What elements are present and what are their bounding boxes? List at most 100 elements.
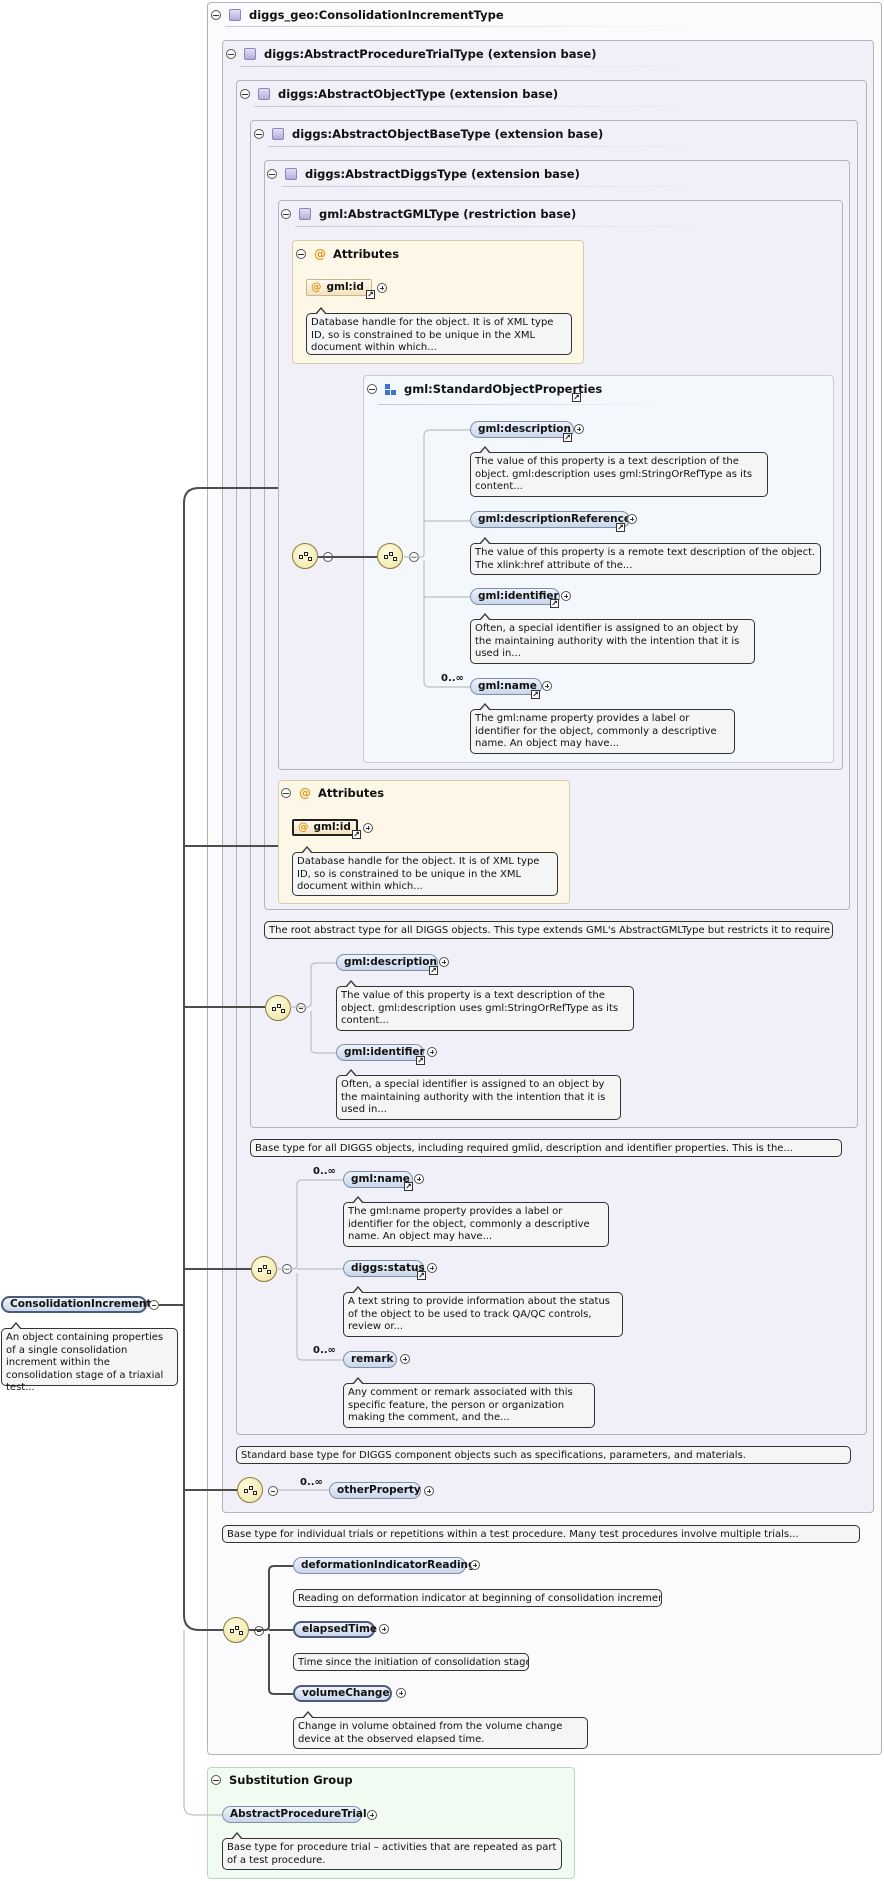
gml-name-element[interactable]: gml:name <box>343 1171 413 1188</box>
complex-type-icon <box>299 208 311 220</box>
gml-description-doc: The value of this property is a text des… <box>336 980 634 1031</box>
expand-plus-icon[interactable] <box>561 591 571 601</box>
expand-plus-icon[interactable] <box>414 1174 424 1184</box>
expand-plus-icon[interactable] <box>400 1354 410 1364</box>
sequence-compositor-icon[interactable] <box>292 543 318 569</box>
reference-arrow-icon: ↗ <box>531 690 540 699</box>
expand-plus-icon[interactable] <box>470 1560 480 1570</box>
attribute-name: gml:id <box>326 281 364 293</box>
sequence-compositor-icon[interactable] <box>237 1477 263 1503</box>
expand-plus-icon[interactable] <box>427 1263 437 1273</box>
remark-element[interactable]: remark <box>343 1351 397 1368</box>
diggs-type-header[interactable]: diggs:AbstractDiggsType (extension base) <box>267 165 580 183</box>
expand-plus-icon[interactable] <box>363 823 373 833</box>
gml-id-attribute[interactable]: @ gml:id <box>292 819 358 836</box>
collapse-toggle-icon[interactable] <box>281 788 291 798</box>
substitution-group-header[interactable]: Substitution Group <box>211 1771 353 1789</box>
expand-plus-icon[interactable] <box>439 957 449 967</box>
reference-arrow-icon: ↗ <box>550 599 559 608</box>
complex-type-icon <box>285 168 297 180</box>
other-property-element[interactable]: otherProperty <box>329 1482 421 1499</box>
consolidation-increment-type-header[interactable]: diggs_geo:ConsolidationIncrementType <box>211 6 504 24</box>
object-base-type-header[interactable]: diggs:AbstractObjectBaseType (extension … <box>254 125 603 143</box>
cardinality-label: 0..∞ <box>313 1345 336 1356</box>
gml-name-doc: The gml:name property provides a label o… <box>343 1196 609 1247</box>
gml-description-element[interactable]: gml:description <box>470 421 574 438</box>
header-divider <box>254 106 704 107</box>
expand-plus-icon[interactable] <box>377 283 387 293</box>
complex-type-icon <box>229 9 241 21</box>
sequence-compositor-icon[interactable] <box>251 1256 277 1282</box>
sequence-compositor-icon[interactable] <box>265 995 291 1021</box>
collapse-minus-icon[interactable] <box>296 1003 306 1013</box>
collapse-toggle-icon[interactable] <box>240 89 250 99</box>
gml-name-element[interactable]: gml:name <box>470 678 542 695</box>
consolidation-increment-element[interactable]: ConsolidationIncrement <box>1 1296 151 1313</box>
collapse-toggle-icon[interactable] <box>211 10 221 20</box>
object-type-header[interactable]: diggs:AbstractObjectType (extension base… <box>240 85 558 103</box>
header-divider <box>225 26 705 27</box>
attribute-name: gml:id <box>313 821 351 833</box>
elapsed-time-element[interactable]: elapsedTime <box>293 1621 377 1638</box>
attribute-icon: @ <box>298 821 309 833</box>
expand-plus-icon[interactable] <box>396 1688 406 1698</box>
reference-arrow-icon: ↗ <box>616 523 625 532</box>
header-divider <box>378 404 678 405</box>
reference-arrow-icon: ↗ <box>404 1182 413 1191</box>
expand-plus-icon[interactable] <box>379 1624 389 1634</box>
remark-doc: Any comment or remark associated with th… <box>343 1377 595 1428</box>
sequence-compositor-icon[interactable] <box>223 1617 249 1643</box>
collapse-toggle-icon[interactable] <box>367 384 377 394</box>
procedure-trial-type-header[interactable]: diggs:AbstractProcedureTrialType (extens… <box>226 45 596 63</box>
expand-plus-icon[interactable] <box>542 681 552 691</box>
expand-plus-icon[interactable] <box>367 1810 377 1820</box>
consolidation-increment-doc: An object containing properties of a sin… <box>1 1322 178 1393</box>
type-name: diggs:AbstractDiggsType (extension base) <box>305 167 580 181</box>
collapse-toggle-icon[interactable] <box>254 129 264 139</box>
gml-description-reference-element[interactable]: gml:descriptionReference <box>470 511 631 528</box>
collapse-toggle-icon[interactable] <box>267 169 277 179</box>
gml-identifier-element[interactable]: gml:identifier <box>470 588 560 605</box>
expand-plus-icon[interactable] <box>574 424 584 434</box>
collapse-minus-icon[interactable] <box>149 1300 159 1310</box>
expand-plus-icon[interactable] <box>427 1047 437 1057</box>
attributes-title: Attributes <box>318 786 385 800</box>
volume-change-element[interactable]: volumeChange <box>293 1685 392 1702</box>
expand-plus-icon[interactable] <box>627 514 637 524</box>
reference-arrow-icon: ↗ <box>416 1056 425 1065</box>
diggs-attributes-header[interactable]: @ Attributes <box>281 784 384 802</box>
expand-plus-icon[interactable] <box>424 1486 434 1496</box>
volume-change-doc: Change in volume obtained from the volum… <box>293 1711 588 1749</box>
deformation-indicator-reading-element[interactable]: deformationIndicatorReading <box>293 1557 476 1574</box>
type-name: diggs_geo:ConsolidationIncrementType <box>249 8 504 22</box>
gml-id-attribute[interactable]: @gml:id <box>306 279 372 296</box>
gml-identifier-element[interactable]: gml:identifier <box>336 1044 425 1061</box>
standard-object-properties-header[interactable]: gml:StandardObjectProperties <box>367 380 602 398</box>
collapse-toggle-icon[interactable] <box>226 49 236 59</box>
gml-id-doc: Database handle for the object. It is of… <box>306 307 572 355</box>
gml-type-header[interactable]: gml:AbstractGMLType (restriction base) <box>281 205 576 223</box>
object-type-doc: Standard base type for DIGGS component o… <box>236 1446 851 1464</box>
sequence-compositor-icon[interactable] <box>377 543 403 569</box>
type-name: diggs:AbstractObjectBaseType (extension … <box>292 127 604 141</box>
reference-arrow-icon: ↗ <box>563 433 572 442</box>
gml-description-reference-doc: The value of this property is a remote t… <box>470 537 821 575</box>
substitution-group-title: Substitution Group <box>229 1773 353 1787</box>
cardinality-label: 0..∞ <box>300 1477 323 1488</box>
header-divider <box>282 186 712 187</box>
gml-description-element[interactable]: gml:description <box>336 954 438 971</box>
collapse-minus-icon[interactable] <box>268 1486 278 1496</box>
group-title: gml:StandardObjectProperties <box>404 382 603 396</box>
gml-attributes-header[interactable]: @ Attributes <box>296 245 399 263</box>
collapse-toggle-icon[interactable] <box>296 249 306 259</box>
header-divider <box>240 66 700 67</box>
elapsed-time-doc: Time since the initiation of consolidati… <box>293 1653 529 1671</box>
collapse-toggle-icon[interactable] <box>211 1775 221 1785</box>
diggs-status-element[interactable]: diggs:status <box>343 1260 425 1277</box>
attribute-icon: @ <box>314 247 326 261</box>
reference-arrow-icon: ↗ <box>352 830 361 839</box>
collapse-toggle-icon[interactable] <box>281 209 291 219</box>
procedure-trial-type-doc: Base type for individual trials or repet… <box>222 1525 860 1543</box>
abstract-procedure-trial-element[interactable]: AbstractProcedureTrial <box>222 1806 367 1823</box>
